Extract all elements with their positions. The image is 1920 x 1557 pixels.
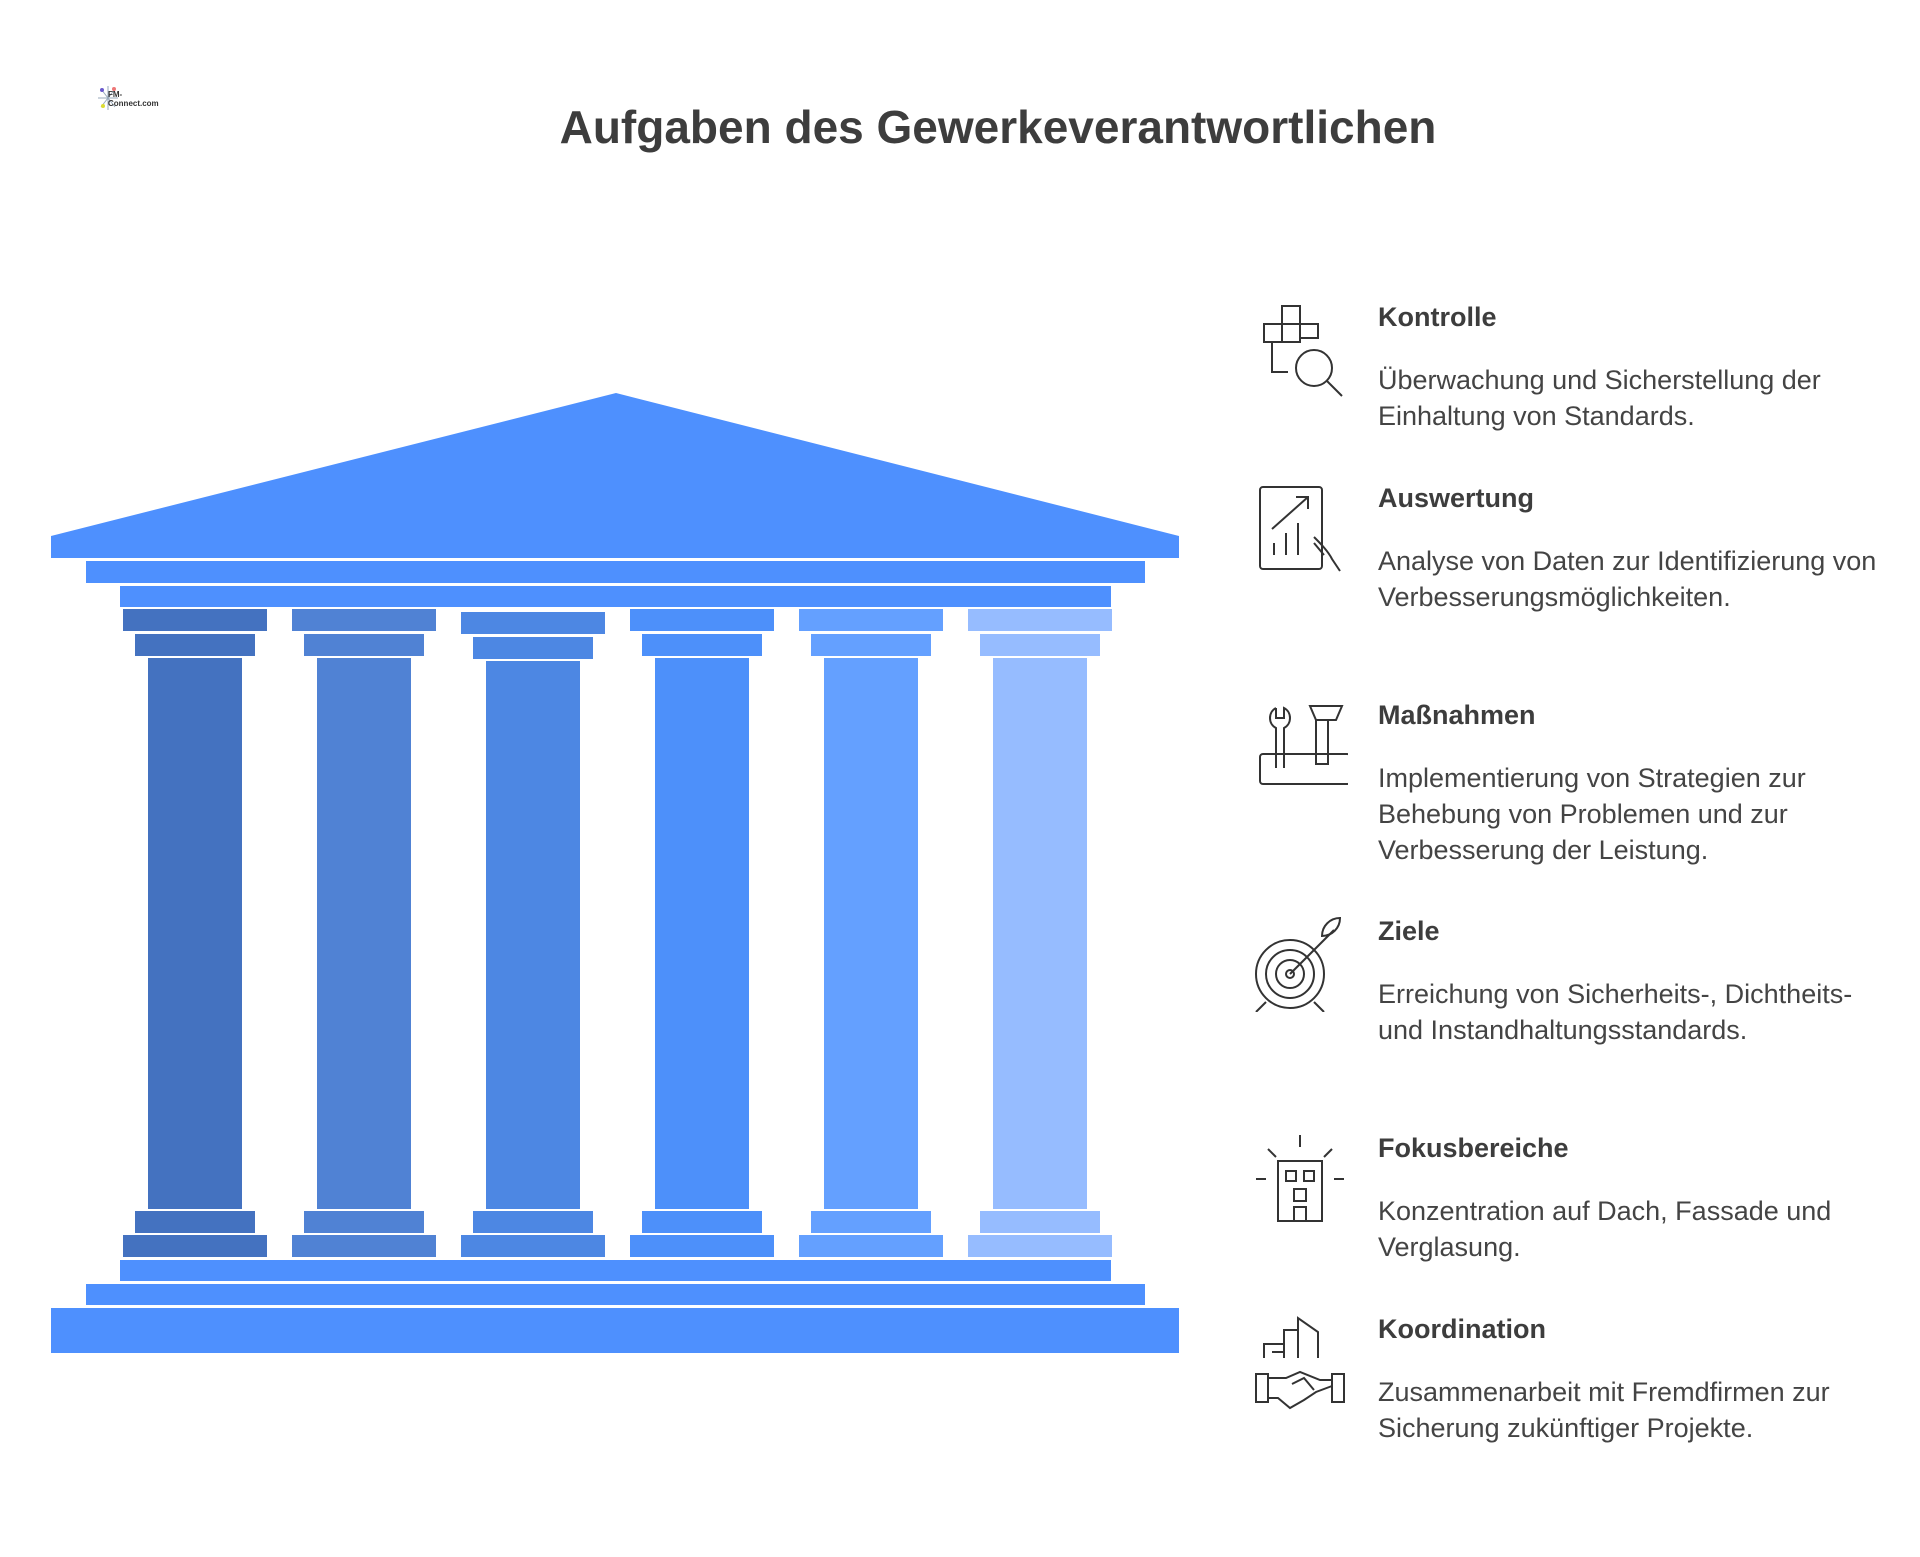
column-base <box>473 1211 593 1233</box>
column-base <box>135 1211 255 1233</box>
column-capital-top <box>292 609 436 631</box>
target-arrow-icon <box>1255 916 1342 1012</box>
column-shaft <box>824 658 918 1209</box>
chart-tablet-icon <box>1259 486 1341 572</box>
toolbox-icon <box>1259 705 1348 785</box>
task-heading: Maßnahmen <box>1378 700 1536 730</box>
column-capital <box>980 634 1100 656</box>
column-plinth <box>968 1235 1112 1257</box>
column-capital <box>642 634 762 656</box>
column-plinth <box>461 1235 605 1257</box>
roof <box>51 393 1179 558</box>
task-description: Erreichung von Sicherheits-, Dichtheits-… <box>1378 979 1853 1045</box>
task-description: Implementierung von Strategien zur Beheb… <box>1378 763 1806 865</box>
column-base <box>811 1211 931 1233</box>
column-shaft <box>655 658 749 1209</box>
column-shaft <box>486 661 580 1209</box>
column-shaft <box>148 658 242 1209</box>
column-capital <box>135 634 255 656</box>
column-capital <box>811 634 931 656</box>
column-capital-top <box>630 609 774 631</box>
column-capital <box>473 637 593 659</box>
step-upper <box>120 1260 1111 1281</box>
handshake-icon <box>1255 1316 1345 1410</box>
page-title: Aufgaben des Gewerkeverantwortlichen <box>559 101 1437 153</box>
logo-text: FM-Connect.com <box>108 90 159 108</box>
column-capital-top <box>461 612 605 634</box>
column-plinth <box>123 1235 267 1257</box>
column-base <box>642 1211 762 1233</box>
task-heading: Ziele <box>1378 916 1440 946</box>
column-plinth <box>292 1235 436 1257</box>
logo: FM-Connect.com <box>98 84 159 112</box>
inspection-magnifier-icon <box>1263 305 1343 397</box>
task-description: Überwachung und Sicherstellung der Einha… <box>1378 365 1821 431</box>
column-capital-top <box>799 609 943 631</box>
task-description: Konzentration auf Dach, Fassade und Verg… <box>1378 1196 1832 1262</box>
temple-diagram <box>51 393 1179 1353</box>
task-description: Analyse von Daten zur Identifizierung vo… <box>1378 546 1877 612</box>
column-capital <box>304 634 424 656</box>
step-base <box>51 1308 1179 1353</box>
task-heading: Fokusbereiche <box>1378 1133 1569 1163</box>
column-base <box>304 1211 424 1233</box>
entablature-upper <box>86 561 1145 583</box>
column-capital-top <box>123 609 267 631</box>
column-plinth <box>799 1235 943 1257</box>
task-heading: Koordination <box>1378 1314 1546 1344</box>
task-heading: Auswertung <box>1378 483 1535 513</box>
column-shaft <box>993 658 1087 1209</box>
task-description: Zusammenarbeit mit Fremdfirmen zur Siche… <box>1378 1377 1830 1443</box>
building-icon <box>1256 1135 1344 1222</box>
column-capital-top <box>968 609 1112 631</box>
entablature-lower <box>120 586 1111 607</box>
column-shaft <box>317 658 411 1209</box>
step-middle <box>86 1284 1145 1305</box>
task-heading: Kontrolle <box>1378 302 1497 332</box>
column-plinth <box>630 1235 774 1257</box>
column-base <box>980 1211 1100 1233</box>
logo-star-icon <box>98 86 118 110</box>
